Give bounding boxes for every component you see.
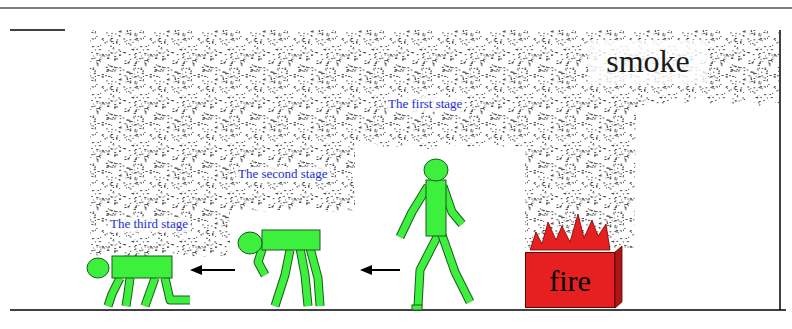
- smoke-region: [90, 30, 779, 257]
- standing-person: [400, 159, 470, 310]
- stage-label: The third stage: [108, 217, 190, 232]
- crouching-person: [238, 230, 320, 306]
- floor-line: [10, 309, 786, 311]
- crawling-person: [87, 256, 190, 306]
- wall-line: [779, 30, 781, 310]
- node-text: fire: [549, 264, 591, 297]
- stage-label: The second stage: [236, 167, 330, 182]
- fire-box: fire: [525, 252, 615, 308]
- stage-label: The first stage: [386, 97, 464, 112]
- frame-line: [10, 29, 65, 31]
- movement-arrows: [190, 265, 400, 275]
- flame-shape: [530, 214, 610, 250]
- node-text: smoke: [606, 44, 690, 79]
- smoke-area-label-box: smoke: [588, 40, 708, 84]
- fire-box-side: [615, 246, 622, 308]
- frame-line: [0, 8, 792, 9]
